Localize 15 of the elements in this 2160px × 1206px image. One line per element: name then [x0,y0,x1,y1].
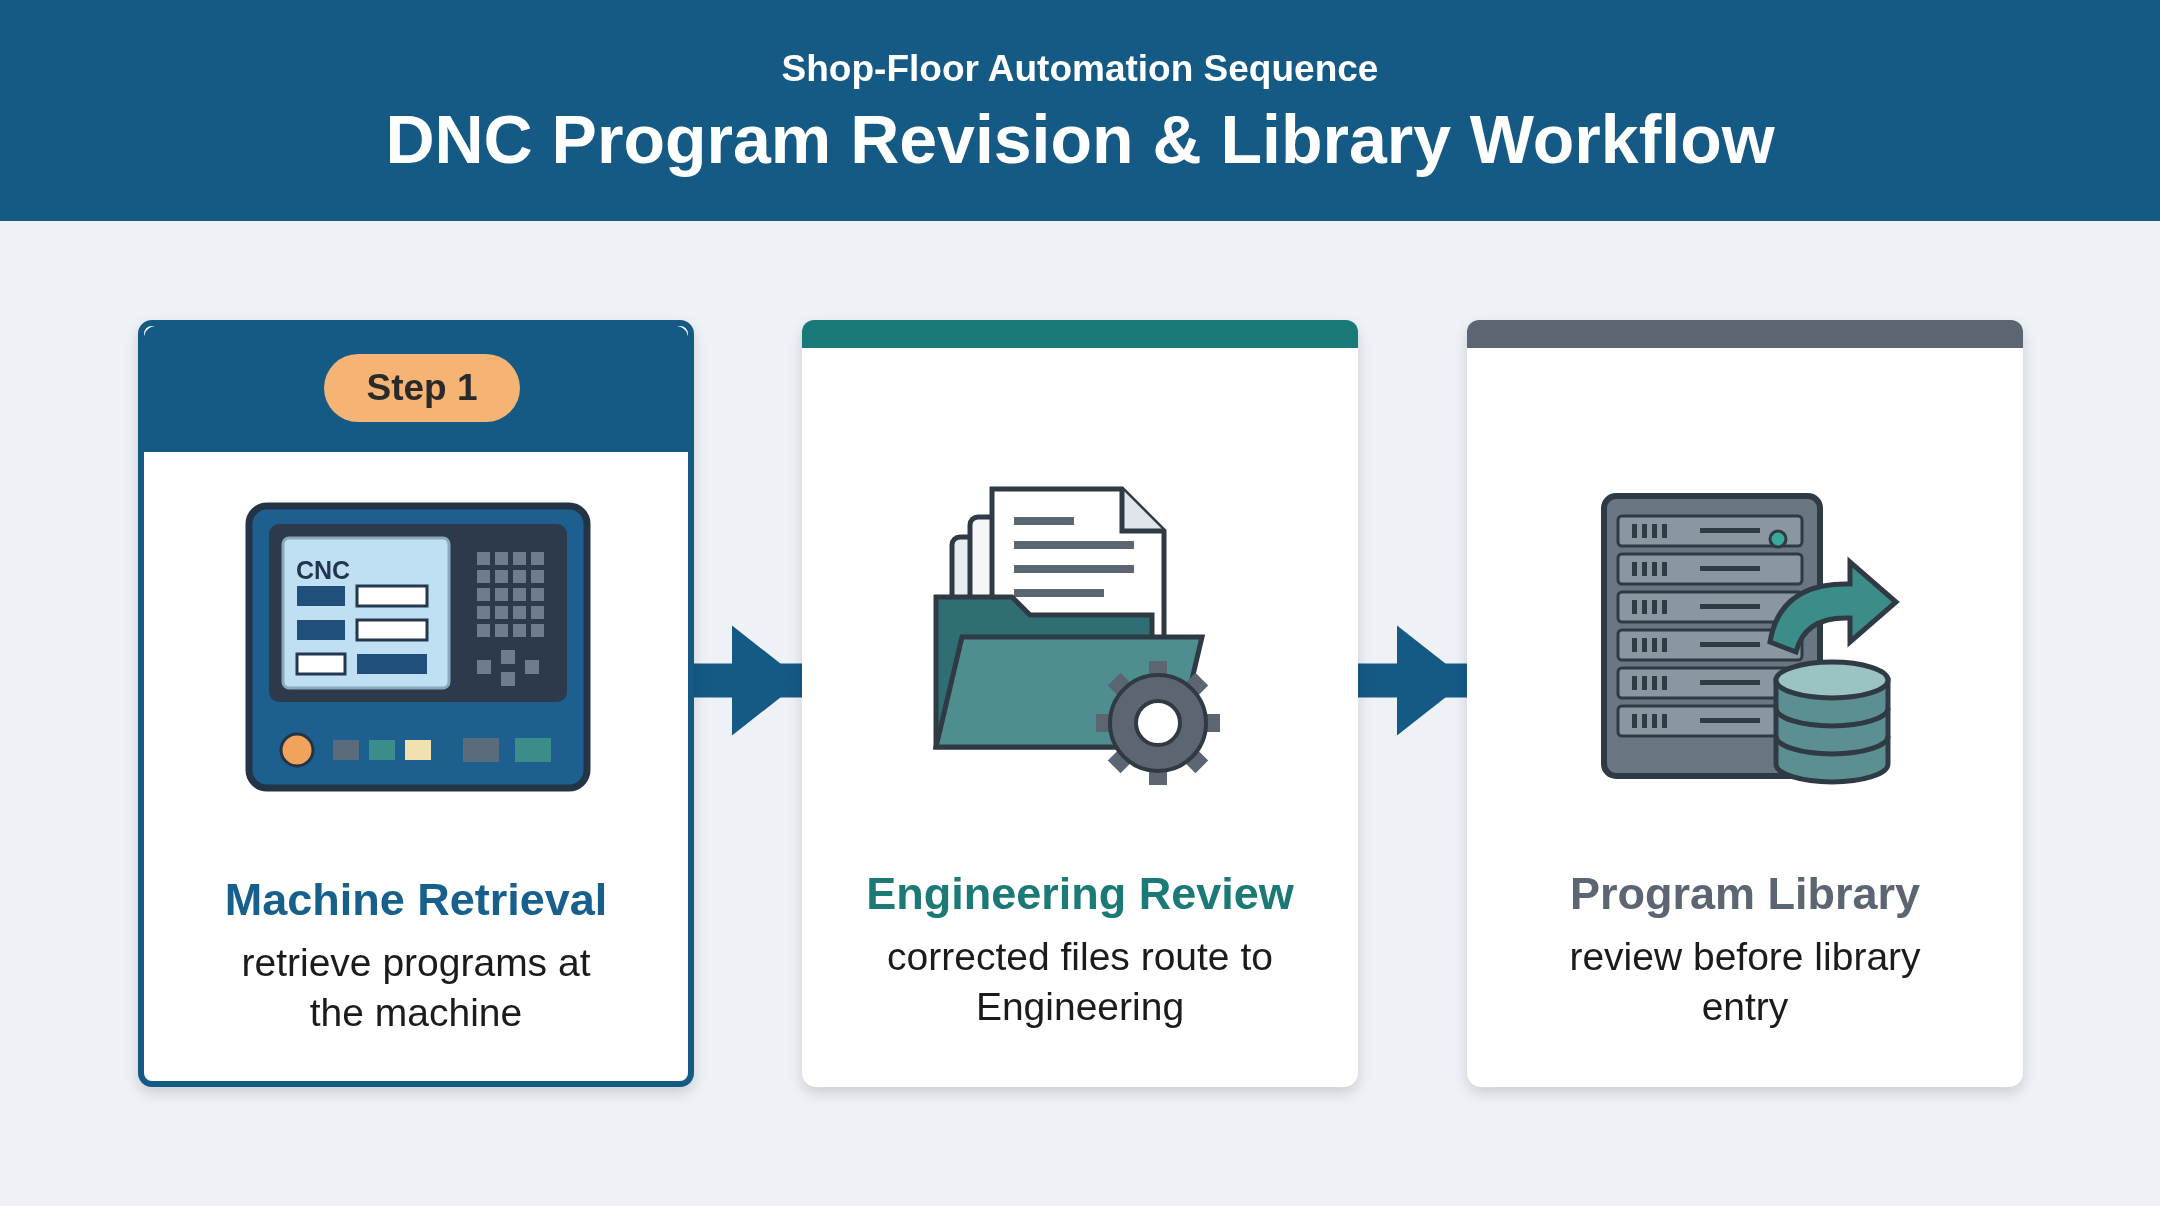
step-description: corrected files route to Engineering [886,934,1274,1030]
step-card [802,320,1358,1087]
step-card [138,320,694,1087]
step-title: Machine Retrieval [223,874,609,926]
step-title: Program Library [1568,868,1922,920]
step-description: review before library entry [1568,934,1922,1030]
subtitle: Shop-Floor Automation Sequence [780,48,1380,90]
step-card [1467,320,2023,1087]
step-description: retrieve programs at the machine [240,940,592,1036]
step-badge: Step 1 [324,354,520,422]
screen-label: CNC [296,556,351,585]
step-title: Engineering Review [865,868,1295,920]
arrow [1358,625,1467,736]
arrow [694,625,802,736]
diagram-title: DNC Program Revision & Library Workflow [384,100,1776,178]
